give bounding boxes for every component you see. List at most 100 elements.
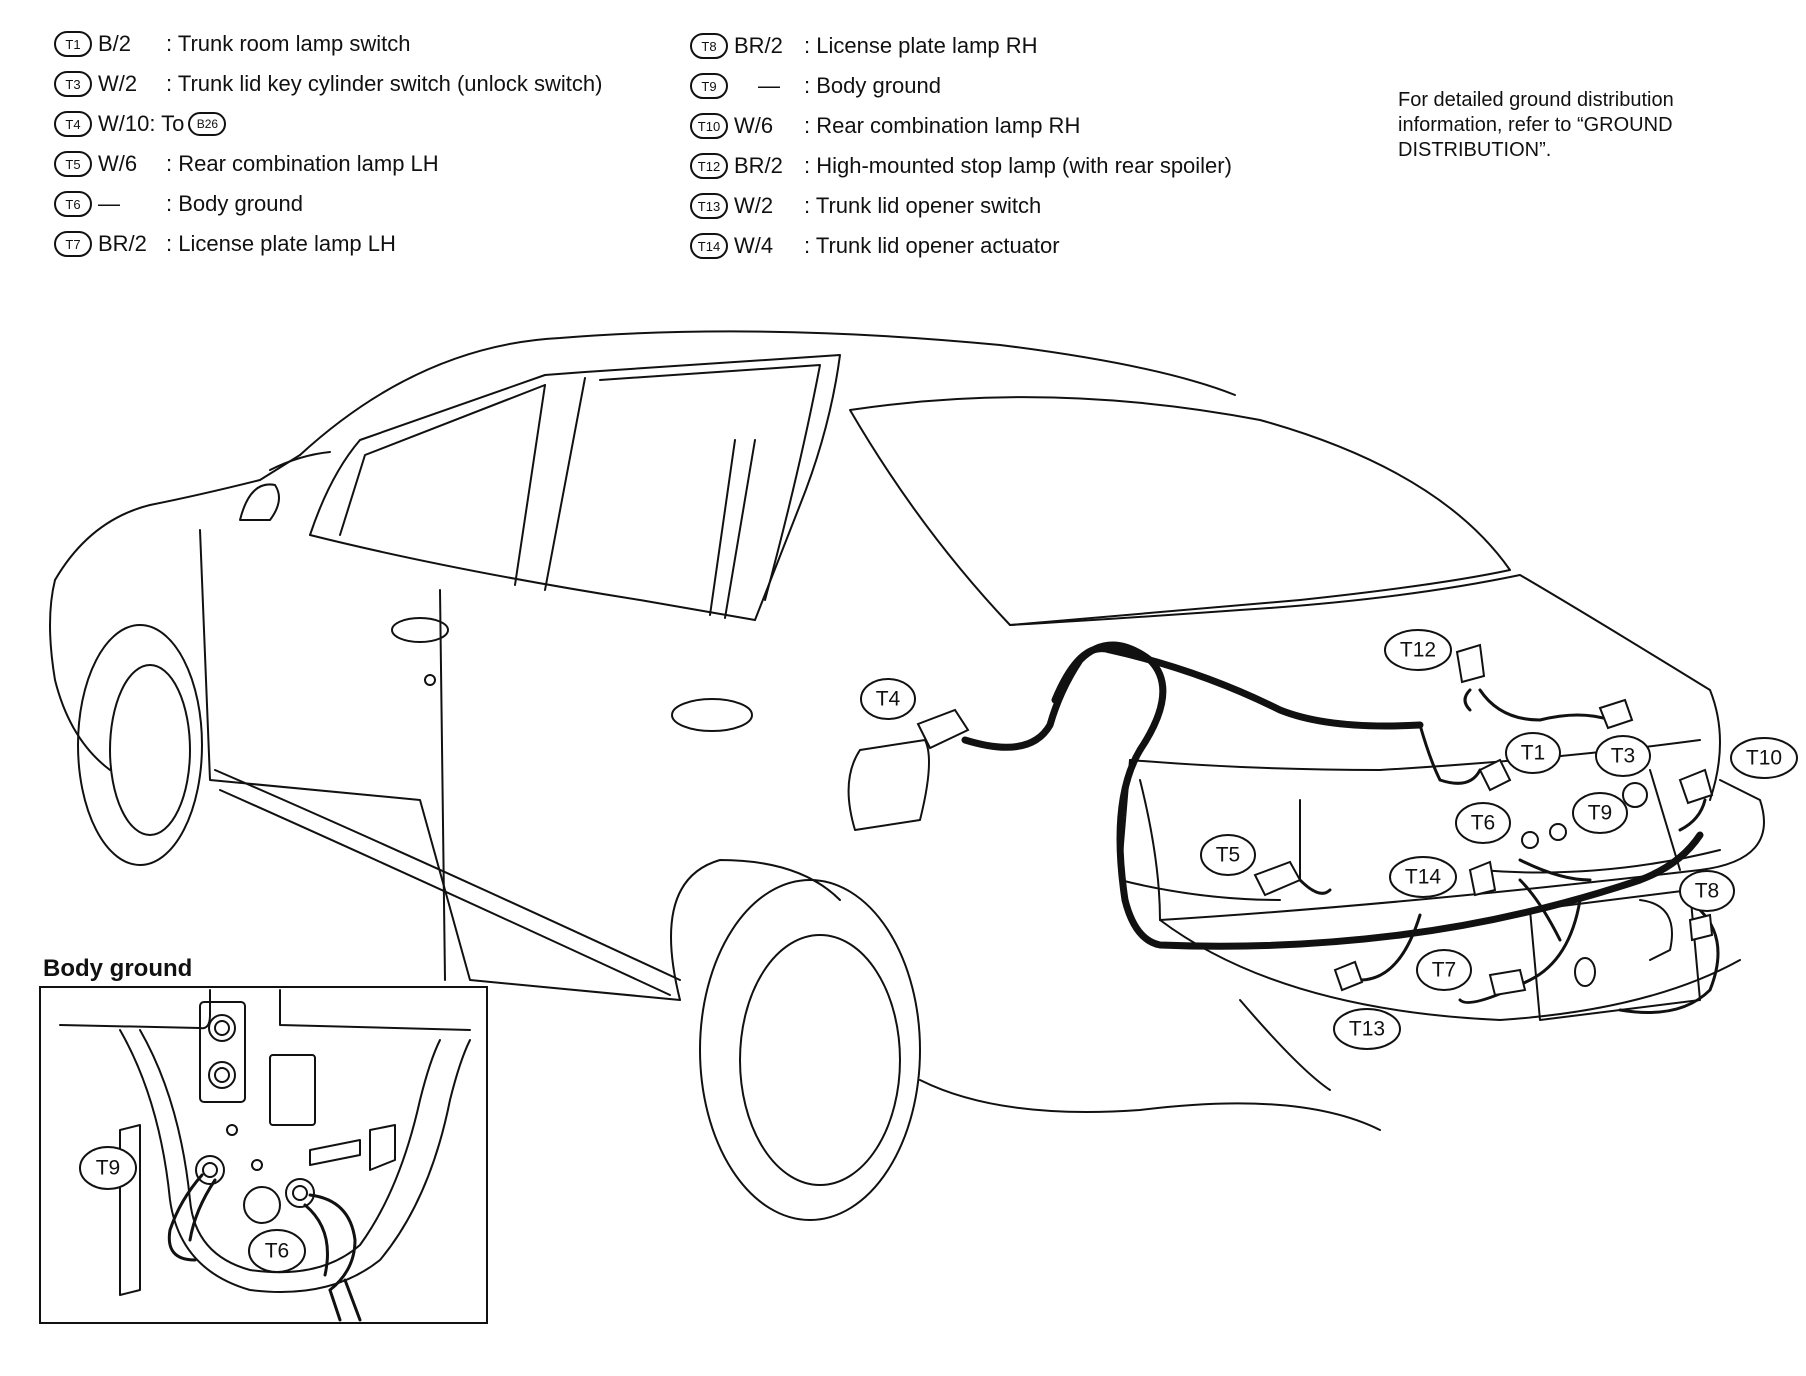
svg-text:T4: T4 [876, 688, 901, 711]
ground-distribution-note: For detailed ground distribution informa… [1398, 89, 1674, 161]
callouts: T4 T5 T12 T1 T3 T10 T6 T9 T14 T8 T7 T13 [860, 629, 1798, 1050]
inset-callout-t9: T9 [96, 1157, 121, 1180]
svg-text:T13: T13 [1349, 1018, 1385, 1041]
connector-t8 [1688, 913, 1714, 942]
connector-spec: — [98, 191, 120, 216]
svg-text:T7: T7 [1432, 959, 1457, 982]
body-ground-inset: T9 T6 [39, 986, 488, 1324]
callout-t8: T8 [1679, 870, 1735, 912]
legend-row-t7: T7 BR/2 : License plate lamp LH [54, 224, 602, 264]
legend-row-t12: T12 BR/2 : High-mounted stop lamp (with … [690, 146, 1232, 186]
connector-t14 [1468, 860, 1497, 897]
connector-description: : Trunk room lamp switch [166, 31, 411, 56]
connector-badge: T9 [690, 73, 728, 99]
connector-t13 [1333, 960, 1364, 992]
legend-row-t9: T9 — : Body ground [690, 66, 1232, 106]
legend-row-t10: T10 W/6 : Rear combination lamp RH [690, 106, 1232, 146]
callout-t4: T4 [860, 678, 916, 720]
legend-row-t8: T8 BR/2 : License plate lamp RH [690, 26, 1232, 66]
legend-row-t13: T13 W/2 : Trunk lid opener switch [690, 186, 1232, 226]
legend-left: T1 B/2 : Trunk room lamp switch T3 W/2 :… [54, 24, 602, 264]
legend-right: T8 BR/2 : License plate lamp RH T9 — : B… [690, 26, 1232, 266]
connector-badge: T6 [54, 191, 92, 217]
connector-spec: W/6 [734, 113, 774, 138]
callout-t9: T9 [1572, 792, 1628, 834]
legend-row-t5: T5 W/6 : Rear combination lamp LH [54, 144, 602, 184]
wire-harness [961, 641, 1704, 950]
connector-badge: T5 [54, 151, 92, 177]
connector-spec: B/2 [98, 31, 132, 56]
callout-t12: T12 [1384, 629, 1452, 671]
connector-t7 [1488, 968, 1527, 997]
callout-t3: T3 [1595, 735, 1651, 777]
connector-t4 [916, 708, 970, 750]
legend-row-t4: T4 W/10 : To B26 [54, 104, 602, 144]
connector-spec: BR/2 [98, 231, 147, 256]
connector-badge: T3 [54, 71, 92, 97]
connector-description: : Trunk lid opener switch [804, 193, 1042, 218]
legend-row-t1: T1 B/2 : Trunk room lamp switch [54, 24, 602, 64]
connector-t5 [1253, 860, 1302, 897]
legend-row-t14: T14 W/4 : Trunk lid opener actuator [690, 226, 1232, 266]
connector-description: : Rear combination lamp LH [166, 151, 439, 176]
connector-spec: W/4 [734, 233, 774, 258]
callout-t13: T13 [1333, 1008, 1401, 1050]
connector-spec: BR/2 [734, 153, 783, 178]
ground-lamp [1622, 782, 1648, 808]
connector-t3 [1598, 698, 1634, 730]
connector-description: : To [149, 111, 185, 136]
svg-text:T8: T8 [1695, 880, 1720, 903]
connector-spec: W/10 [98, 111, 150, 136]
connector-spec: W/2 [98, 71, 138, 96]
svg-text:T9: T9 [1588, 802, 1613, 825]
connector-description: : Trunk lid key cylinder switch (unlock … [166, 71, 603, 96]
svg-text:T12: T12 [1400, 639, 1436, 662]
connector-badge: T14 [690, 233, 728, 259]
connector-description: : License plate lamp RH [804, 33, 1038, 58]
svg-text:T5: T5 [1216, 844, 1241, 867]
inset-title: Body ground [43, 955, 193, 982]
svg-text:T1: T1 [1521, 742, 1546, 765]
connector-spec: BR/2 [734, 33, 783, 58]
connector-ref-badge: B26 [188, 112, 227, 136]
connector-description: : Trunk lid opener actuator [804, 233, 1060, 258]
connectors [916, 643, 1714, 997]
connector-description: : Body ground [804, 73, 941, 98]
connector-t1 [1478, 758, 1512, 792]
connector-description: : Body ground [166, 191, 303, 216]
connector-spec: W/2 [734, 193, 774, 218]
connector-description: : Rear combination lamp RH [804, 113, 1081, 138]
svg-text:T10: T10 [1746, 747, 1782, 770]
svg-text:T6: T6 [1471, 812, 1496, 835]
connector-badge: T4 [54, 111, 92, 137]
inset-callout-t6: T6 [265, 1240, 290, 1263]
connector-t12 [1455, 643, 1486, 684]
connector-t10 [1678, 768, 1714, 805]
connector-badge: T12 [690, 153, 728, 179]
connector-spec: — [758, 73, 780, 98]
connector-badge: T13 [690, 193, 728, 219]
callout-t1: T1 [1505, 732, 1561, 774]
connector-description: : High-mounted stop lamp (with rear spoi… [804, 153, 1232, 178]
car-outline [49, 330, 1765, 1221]
callout-t14: T14 [1389, 856, 1457, 898]
connector-badge: T8 [690, 33, 728, 59]
svg-text:T14: T14 [1405, 866, 1442, 889]
connector-spec: W/6 [98, 151, 138, 176]
callout-t10: T10 [1730, 737, 1798, 779]
connector-badge: T7 [54, 231, 92, 257]
callout-t7: T7 [1416, 949, 1472, 991]
connector-badge: T10 [690, 113, 728, 139]
callout-t6: T6 [1455, 802, 1511, 844]
ground-t9 [1549, 823, 1567, 841]
ground-t6 [1521, 831, 1539, 849]
callout-t5: T5 [1200, 834, 1256, 876]
legend-row-t3: T3 W/2 : Trunk lid key cylinder switch (… [54, 64, 602, 104]
connector-badge: T1 [54, 31, 92, 57]
svg-text:T3: T3 [1611, 745, 1636, 768]
connector-description: : License plate lamp LH [166, 231, 396, 256]
branch-wires [1298, 688, 1720, 1014]
legend-row-t6: T6 — : Body ground [54, 184, 602, 224]
plate-lamp-socket [1574, 957, 1596, 987]
